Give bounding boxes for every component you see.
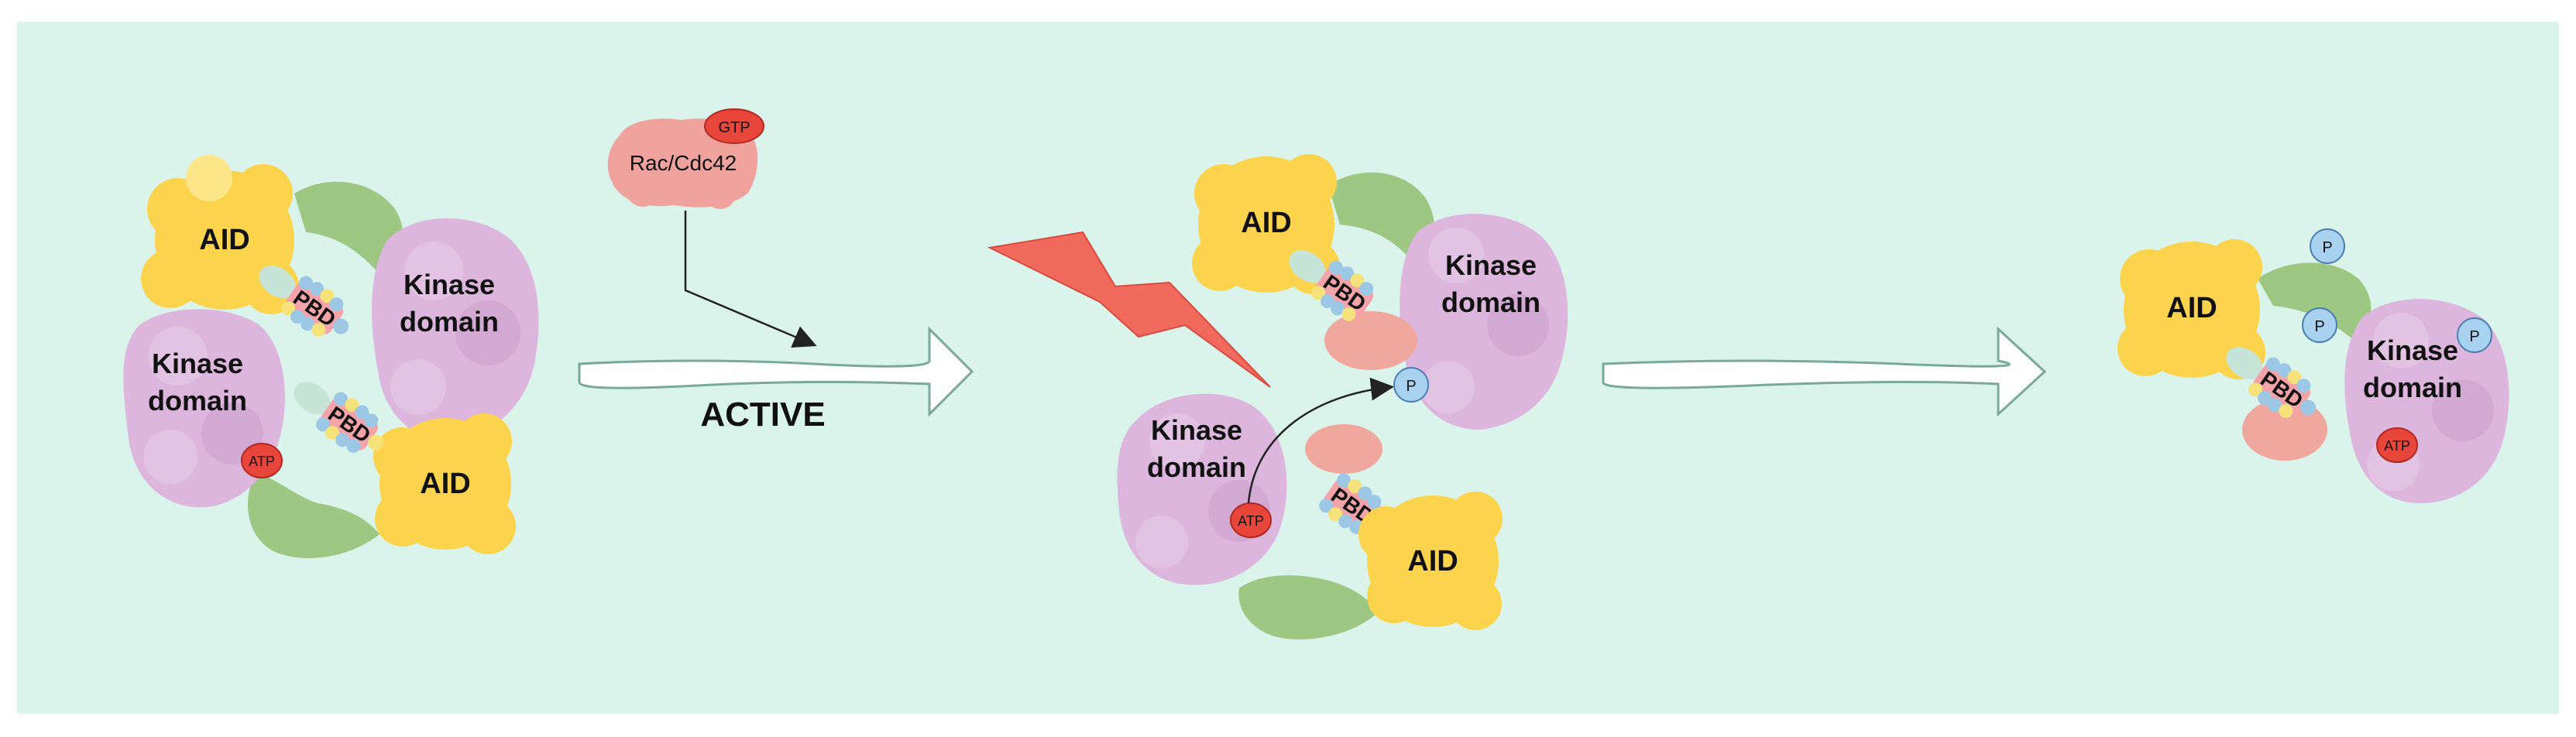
inactive-dimer: Kinase domain Kinase domain ATP AID xyxy=(123,155,539,558)
atp-icon-3 xyxy=(2376,427,2418,463)
phosphate-icon xyxy=(1393,367,1429,403)
aid-blob-3 xyxy=(2117,239,2265,379)
rac-label: Rac/Cdc42 xyxy=(630,151,737,175)
kinase-label-upper-line1: Kinase xyxy=(404,269,495,300)
phosphate-label: P xyxy=(1406,378,1416,395)
phosphate-label-3b: P xyxy=(2314,318,2324,335)
pbd-cluster-upper: PBD xyxy=(259,266,349,337)
aid-label-lower-2: AID xyxy=(1407,545,1458,578)
aid-label-3: AID xyxy=(2166,292,2217,324)
phosphate-label-3a: P xyxy=(2322,239,2332,256)
kinase-domain-upper-2 xyxy=(1400,214,1568,430)
phosphate-icon-3c xyxy=(2457,317,2492,353)
hinge-upper xyxy=(294,181,404,279)
kinase-label-upper2-line1: Kinase xyxy=(1445,249,1537,281)
hinge-3 xyxy=(2258,262,2372,341)
aid-label-upper: AID xyxy=(199,224,249,256)
aid-blob-lower-2 xyxy=(1358,492,1503,630)
kinase-label-lower-line1: Kinase xyxy=(152,348,243,379)
phosphate-icon-3a xyxy=(2310,228,2345,264)
activating-complex: Kinase domain AID PBD xyxy=(1117,154,1568,639)
atp-label-3: ATP xyxy=(2384,438,2410,454)
atp-label: ATP xyxy=(249,454,275,469)
active-label: ACTIVE xyxy=(700,396,825,434)
aid-blob-lower xyxy=(373,413,516,554)
hinge-upper-2 xyxy=(1328,172,1435,267)
kinase-label-lower2-line2: domain xyxy=(1147,451,1246,483)
rac-to-arrow-connector xyxy=(684,211,817,348)
phosphorylation-arrow xyxy=(1247,377,1394,504)
aid-label-upper-2: AID xyxy=(1241,207,1291,239)
gtp-icon xyxy=(704,108,764,144)
kinase-domain-upper xyxy=(372,218,539,442)
kinase-label-3-line1: Kinase xyxy=(2367,334,2458,366)
hinge-lower xyxy=(248,472,380,558)
kinase-label-3-line2: domain xyxy=(2363,372,2462,403)
atp-icon-2 xyxy=(1230,502,1272,538)
kinase-label-lower2-line1: Kinase xyxy=(1151,414,1242,446)
pbd-released-blob-lower xyxy=(1305,424,1382,474)
active-monomer: Kinase domain ATP AID PBD xyxy=(2117,228,2509,503)
kinase-label-upper2-line2: domain xyxy=(1441,286,1540,318)
pbd-released-blob xyxy=(1324,311,1417,370)
phosphate-icon-3b xyxy=(2302,307,2337,343)
block-arrow-icon xyxy=(578,326,974,417)
phosphate-label-3c: P xyxy=(2469,328,2479,345)
aid-label-lower: AID xyxy=(420,468,470,500)
kinase-label-lower-line2: domain xyxy=(148,385,247,416)
atp-label-2: ATP xyxy=(1238,513,1264,529)
pbd-cluster-upper-2: PBD xyxy=(1289,250,1374,321)
lightning-bolt-icon xyxy=(987,231,1271,388)
gtp-label: GTP xyxy=(718,119,750,136)
hinge-lower-2 xyxy=(1238,575,1379,639)
kinase-label-upper-line2: domain xyxy=(400,306,499,338)
block-arrow-icon-2 xyxy=(1602,326,2047,417)
atp-icon xyxy=(241,443,283,478)
